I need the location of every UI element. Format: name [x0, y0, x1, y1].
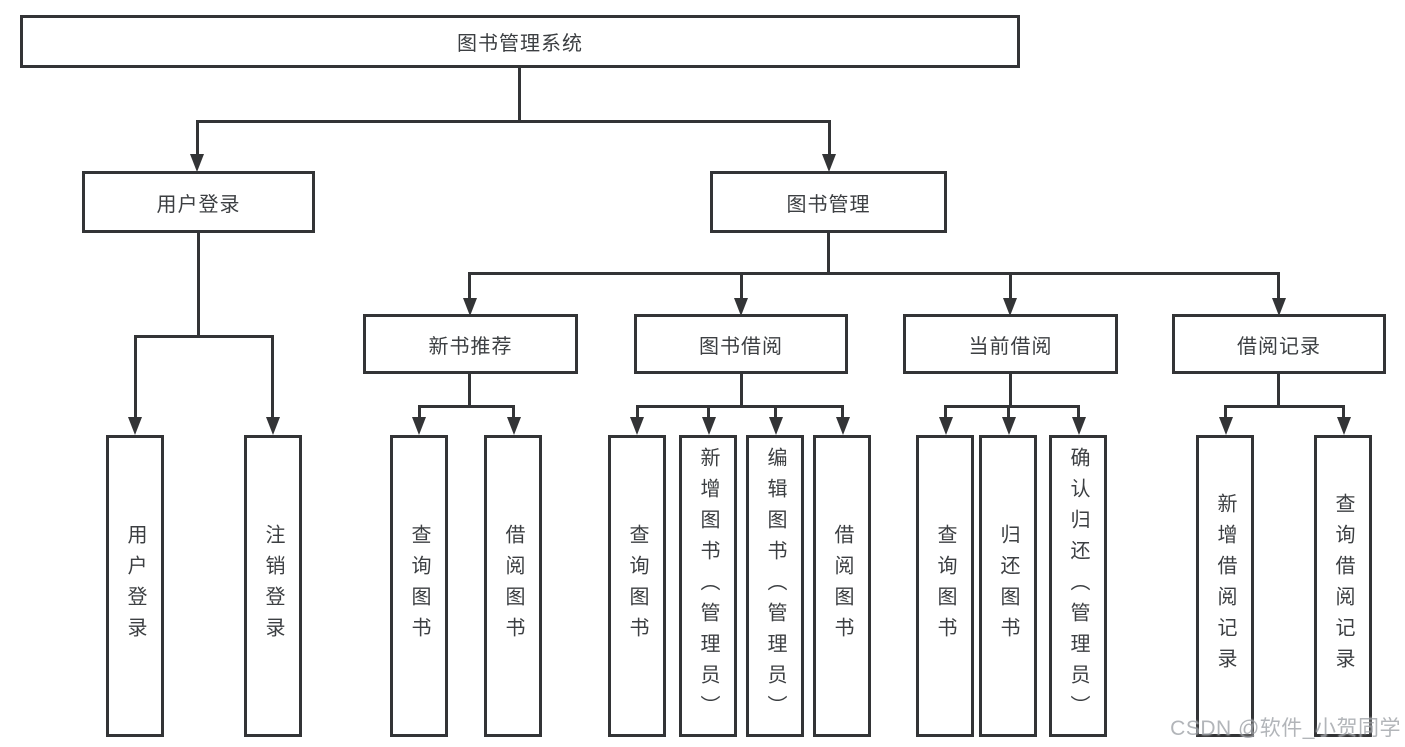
node-book-borrow: 图书借阅: [634, 314, 848, 374]
connector-bar: [418, 405, 515, 408]
leaf-query-borrow-record: 查询借阅记录: [1314, 435, 1372, 737]
leaf-confirm-return-admin: 确认归还（管理员）: [1049, 435, 1107, 737]
connector-mgmt-bar: [468, 272, 1280, 275]
connector-stem: [740, 374, 743, 405]
connector-to-leaf: [1007, 405, 1010, 419]
arrow-down-icon: [507, 417, 521, 435]
connector-to-records: [1277, 272, 1280, 300]
csdn-watermark: CSDN @软件_小贺同学: [1170, 717, 1401, 740]
node-user-login-label: 用户登录: [156, 193, 241, 216]
leaf-add-borrow-record: 新增借阅记录: [1196, 435, 1254, 737]
leaf-label: 归还图书: [997, 524, 1019, 648]
connector-bar: [636, 405, 844, 408]
connector-to-new-books: [468, 272, 471, 300]
arrow-down-icon: [1219, 417, 1233, 435]
leaf-logout: 注销登录: [244, 435, 302, 737]
arrow-down-icon: [412, 417, 426, 435]
connector-to-leaf: [418, 405, 421, 419]
connector-stem: [468, 374, 471, 405]
leaf-label: 借阅图书: [502, 524, 524, 648]
connector-to-leaf: [134, 335, 137, 418]
connector-to-leaf: [1077, 405, 1080, 419]
connector-to-leaf: [1342, 405, 1345, 419]
connector-to-book-mgmt: [828, 120, 831, 156]
leaf-label: 查询图书: [626, 524, 648, 648]
node-book-management-label: 图书管理: [786, 193, 871, 216]
leaf-user-login: 用户登录: [106, 435, 164, 737]
connector-root-bar: [197, 120, 831, 123]
connector-to-leaf: [707, 405, 710, 419]
connector-to-leaf: [271, 335, 274, 418]
leaf-query-books-current: 查询图书: [916, 435, 974, 737]
connector-bar: [1224, 405, 1345, 408]
connector-to-leaf: [841, 405, 844, 419]
leaf-label: 编辑图书（管理员）: [764, 446, 786, 726]
connector-to-leaf: [774, 405, 777, 419]
connector-login-bar: [134, 335, 274, 338]
connector-to-leaf: [636, 405, 639, 419]
node-borrow-records-label: 借阅记录: [1237, 335, 1321, 358]
leaf-label: 新增借阅记录: [1214, 493, 1236, 679]
arrow-down-icon: [1272, 298, 1286, 316]
arrow-down-icon: [769, 417, 783, 435]
leaf-label: 查询借阅记录: [1332, 493, 1354, 679]
leaf-label: 借阅图书: [831, 524, 853, 648]
connector-to-user-login: [196, 120, 199, 156]
node-user-login: 用户登录: [82, 171, 315, 233]
leaf-return-books: 归还图书: [979, 435, 1037, 737]
leaf-label: 用户登录: [124, 524, 146, 648]
arrow-down-icon: [822, 154, 836, 172]
node-borrow-records: 借阅记录: [1172, 314, 1386, 374]
arrow-down-icon: [190, 154, 204, 172]
connector-mgmt-stem: [827, 233, 830, 272]
connector-to-leaf: [1224, 405, 1227, 419]
node-current-borrow-label: 当前借阅: [968, 335, 1053, 358]
arrow-down-icon: [266, 417, 280, 435]
leaf-borrow-books-recommend: 借阅图书: [484, 435, 542, 737]
connector-root-stem: [518, 68, 521, 120]
leaf-label: 新增图书（管理员）: [697, 446, 719, 726]
leaf-label: 确认归还（管理员）: [1067, 446, 1089, 726]
leaf-query-books-recommend: 查询图书: [390, 435, 448, 737]
arrow-down-icon: [1002, 417, 1016, 435]
leaf-label: 注销登录: [262, 524, 284, 648]
connector-to-leaf: [512, 405, 515, 419]
arrow-down-icon: [1072, 417, 1086, 435]
node-current-borrow: 当前借阅: [903, 314, 1118, 374]
connector-to-current: [1009, 272, 1012, 300]
connector-to-leaf: [944, 405, 947, 419]
leaf-label: 查询图书: [408, 524, 430, 648]
node-new-book-recommend: 新书推荐: [363, 314, 578, 374]
arrow-down-icon: [630, 417, 644, 435]
leaf-add-books-admin: 新增图书（管理员）: [679, 435, 737, 737]
leaf-label: 查询图书: [934, 524, 956, 648]
arrow-down-icon: [836, 417, 850, 435]
arrow-down-icon: [463, 298, 477, 316]
arrow-down-icon: [1337, 417, 1351, 435]
connector-stem: [1009, 374, 1012, 405]
node-root-label: 图书管理系统: [457, 33, 583, 55]
connector-login-stem: [197, 233, 200, 335]
node-new-book-recommend-label: 新书推荐: [428, 335, 513, 358]
node-book-management: 图书管理: [710, 171, 947, 233]
arrow-down-icon: [734, 298, 748, 316]
connector-to-borrow: [740, 272, 743, 300]
arrow-down-icon: [939, 417, 953, 435]
connector-stem: [1277, 374, 1280, 405]
node-root: 图书管理系统: [20, 15, 1020, 68]
arrow-down-icon: [128, 417, 142, 435]
leaf-edit-books-admin: 编辑图书（管理员）: [746, 435, 804, 737]
arrow-down-icon: [702, 417, 716, 435]
arrow-down-icon: [1003, 298, 1017, 316]
leaf-borrow-books: 借阅图书: [813, 435, 871, 737]
leaf-query-books-borrow: 查询图书: [608, 435, 666, 737]
node-book-borrow-label: 图书借阅: [699, 335, 783, 358]
connector-bar: [944, 405, 1080, 408]
